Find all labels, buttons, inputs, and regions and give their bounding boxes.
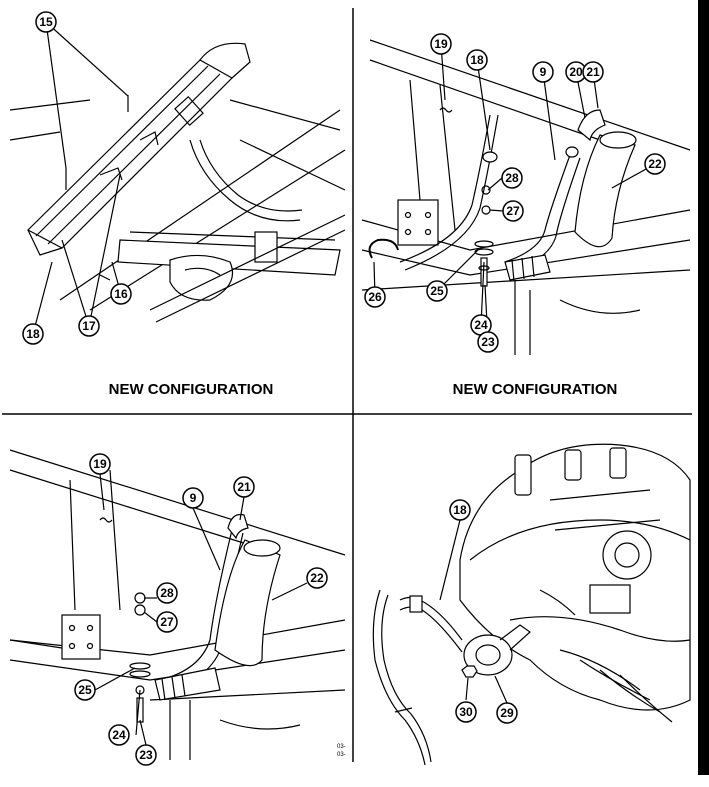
svg-text:21: 21 — [237, 480, 251, 494]
callout-9-bl: 9 — [182, 487, 204, 509]
svg-text:16: 16 — [114, 287, 128, 301]
svg-text:18: 18 — [470, 53, 484, 67]
svg-text:25: 25 — [430, 284, 444, 298]
callout-24-bl: 24 — [108, 724, 130, 746]
callout-24-tr: 24 — [470, 314, 492, 336]
svg-text:28: 28 — [160, 586, 174, 600]
callout-16-tl: 16 — [110, 283, 132, 305]
callout-layer: 15 16 17 18 19 18 9 20 21 22 28 27 26 25… — [22, 11, 666, 766]
panel-bottom-left — [9, 449, 346, 760]
svg-text:27: 27 — [160, 615, 174, 629]
callout-19-bl: 19 — [89, 453, 111, 475]
svg-text:17: 17 — [82, 319, 96, 333]
svg-text:23: 23 — [139, 748, 153, 762]
callout-19-tr: 19 — [430, 33, 452, 55]
callout-25-tr: 25 — [426, 280, 448, 302]
panel-top-right — [361, 39, 691, 355]
callout-20-tr: 20 — [565, 61, 587, 83]
callout-28-bl: 28 — [156, 582, 178, 604]
svg-text:24: 24 — [474, 318, 488, 332]
svg-text:18: 18 — [26, 327, 40, 341]
svg-text:26: 26 — [368, 290, 382, 304]
svg-text:22: 22 — [648, 157, 662, 171]
svg-text:30: 30 — [459, 705, 473, 719]
callout-28-tr: 28 — [501, 167, 523, 189]
callout-25-bl: 25 — [74, 679, 96, 701]
caption-top-left: NEW CONFIGURATION — [109, 381, 274, 398]
svg-text:25: 25 — [78, 683, 92, 697]
svg-text:19: 19 — [434, 37, 448, 51]
svg-text:15: 15 — [39, 15, 53, 29]
callout-9-tr: 9 — [532, 61, 554, 83]
svg-text:21: 21 — [586, 65, 600, 79]
caption-top-right: NEW CONFIGURATION — [453, 381, 618, 398]
svg-text:9: 9 — [190, 491, 197, 505]
callout-30-br: 30 — [455, 701, 477, 723]
callout-21-tr: 21 — [582, 61, 604, 83]
corner-code-line-1: 03- — [337, 744, 346, 750]
edge-tab-bar — [698, 0, 709, 775]
callout-21-bl: 21 — [233, 476, 255, 498]
svg-text:9: 9 — [540, 65, 547, 79]
callout-29-br: 29 — [496, 702, 518, 724]
callout-23-bl: 23 — [135, 744, 157, 766]
callout-18-br: 18 — [449, 499, 471, 521]
corner-code-line-2: 03- — [337, 752, 346, 758]
svg-text:24: 24 — [112, 728, 126, 742]
callout-17-tl: 17 — [78, 315, 100, 337]
svg-text:20: 20 — [569, 65, 583, 79]
callout-22-tr: 22 — [644, 153, 666, 175]
svg-text:23: 23 — [481, 335, 495, 349]
callout-22-bl: 22 — [306, 567, 328, 589]
svg-text:27: 27 — [506, 204, 520, 218]
callout-23-tr: 23 — [477, 331, 499, 353]
callout-27-tr: 27 — [502, 200, 524, 222]
callout-18-tr: 18 — [466, 49, 488, 71]
panel-bottom-right — [372, 443, 691, 766]
svg-text:22: 22 — [310, 571, 324, 585]
svg-text:29: 29 — [500, 706, 514, 720]
svg-text:19: 19 — [93, 457, 107, 471]
callout-27-bl: 27 — [156, 611, 178, 633]
svg-text:18: 18 — [453, 503, 467, 517]
svg-text:28: 28 — [505, 171, 519, 185]
callout-18-tl: 18 — [22, 323, 44, 345]
callout-26-tr: 26 — [364, 286, 386, 308]
panel-top-left — [9, 21, 346, 335]
callout-15-tl: 15 — [35, 11, 57, 33]
